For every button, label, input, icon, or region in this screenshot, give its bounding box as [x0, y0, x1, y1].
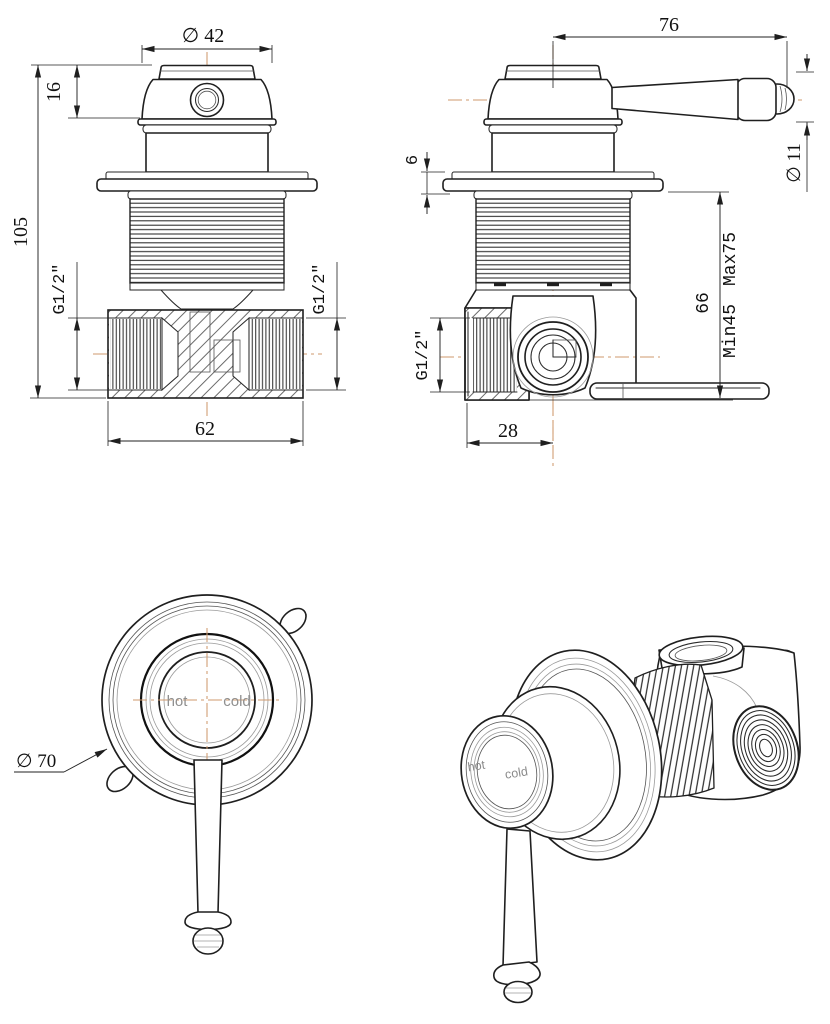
knob-face-iso	[460, 714, 554, 830]
dim-handle-length: 76	[659, 14, 679, 36]
top-port	[658, 635, 745, 675]
note-embed-max: Max75	[721, 232, 741, 286]
dim-body-width: 62	[195, 418, 215, 440]
handle-ball-iso	[503, 980, 533, 1004]
mounting-foot	[589, 382, 770, 400]
lever-handle	[611, 77, 795, 122]
valve-body-side	[464, 289, 770, 401]
escutcheon-flange-side	[442, 171, 664, 192]
hot-label-iso: hot	[467, 758, 487, 775]
dim-lever-end-diameter: ∅ 11	[784, 143, 805, 183]
note-embed-min: Min45	[721, 304, 741, 358]
trim-diameter-callout: ∅ 70	[14, 748, 108, 773]
dim-cap-diameter: ∅ 42	[182, 25, 224, 47]
dim-trim-diameter: ∅ 70	[16, 751, 56, 772]
body-back-edge	[629, 289, 637, 384]
dim-right-port-thread: G1/2"	[311, 263, 330, 314]
dim-side-port-thread: G1/2"	[414, 329, 433, 380]
valve-boss	[512, 316, 594, 398]
lever-handle-iso	[493, 828, 541, 1004]
front-section-dimensions: ∅ 42 16 105 G1/2" G1/2" 62	[10, 25, 346, 446]
dim-total-height: 105	[10, 217, 32, 247]
front-section-view: ∅ 42 16 105 G1/2" G1/2" 62	[10, 25, 346, 446]
setscrew-hole-icon	[189, 82, 225, 118]
dim-embed-depth: 66	[694, 292, 714, 314]
isometric-view: hot cold	[460, 635, 801, 1004]
escutcheon-flange	[96, 171, 318, 192]
port-thread-right	[232, 316, 303, 392]
side-port-iso	[732, 705, 800, 791]
crosshair-centerline	[133, 628, 281, 782]
side-section-view: 76 ∅ 11 6 G1/2" 28 66 Min45 Max75	[404, 14, 814, 470]
cartridge-shoulder	[159, 289, 255, 310]
hot-label: hot	[167, 693, 189, 710]
knob-skirt	[145, 132, 269, 173]
front-face-view: hot cold ∅ 70	[14, 594, 313, 955]
threaded-barrel-side	[473, 190, 633, 291]
cold-label-iso: cold	[504, 764, 529, 781]
port-thread-left	[108, 316, 179, 392]
dim-port-center-offset: 28	[498, 420, 518, 442]
center-bore	[189, 311, 211, 373]
side-section-dimensions: 76 ∅ 11 6 G1/2" 28 66 Min45 Max75	[404, 14, 814, 448]
cold-label: cold	[223, 693, 251, 710]
dim-cap-height: 16	[43, 82, 65, 102]
valve-body-section	[107, 309, 304, 399]
dim-left-port-thread: G1/2"	[51, 263, 70, 314]
dim-flange-thickness: 6	[404, 155, 423, 165]
threaded-barrel	[127, 190, 287, 310]
lever-handle-front	[184, 759, 232, 955]
knob-cap	[137, 64, 277, 173]
